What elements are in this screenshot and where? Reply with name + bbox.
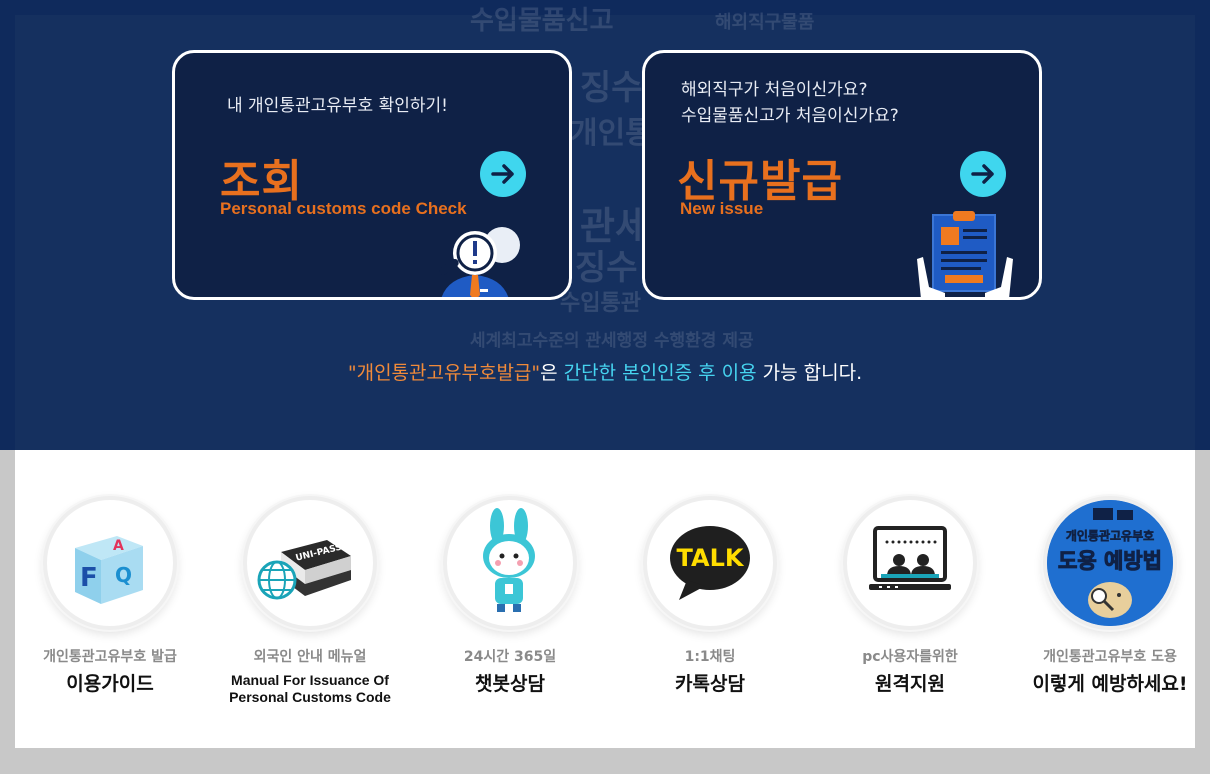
- notice-text-part: 가능 합니다.: [756, 362, 863, 384]
- prevention-badge-icon: 개인통관고유부호 도용 예방법: [1047, 500, 1173, 626]
- check-card-subtitle: 내 개인통관고유부호 확인하기!: [227, 96, 448, 116]
- service-theft-prevention[interactable]: 개인통관고유부호 도용 예방법 개인통관고유부호 도용 이렇게 예방하세요!: [1010, 496, 1210, 696]
- service-usage-guide[interactable]: A F Q 개인통관고유부호 발급 이용가이드: [10, 496, 210, 696]
- service-subtitle: 1:1채팅: [684, 649, 736, 665]
- service-circle: 개인통관고유부호 도용 예방법: [1043, 496, 1177, 630]
- service-title: 이렇게 예방하세요!: [1032, 673, 1188, 695]
- faq-cube-icon: A F Q: [75, 536, 143, 604]
- monitor-support-icon: [869, 526, 951, 590]
- notice-highlight-auth: 간단한 본인인증 후 이용: [563, 362, 757, 384]
- document-clipboard-icon: [917, 211, 1013, 297]
- check-card[interactable]: 내 개인통관고유부호 확인하기! 조회 Personal customs cod…: [172, 50, 572, 300]
- rabbit-mascot-icon: [483, 508, 535, 612]
- services-panel: [15, 450, 1195, 748]
- service-title-line-2: Personal Customs Code: [229, 689, 391, 705]
- service-foreigner-manual[interactable]: UNI-PASS 외국인 안내 메뉴얼 Manual For Issuance …: [210, 496, 410, 706]
- notice-text-part: 은: [540, 362, 564, 384]
- hero-section: 수입물품신고 해외직구물품 징수 개인통관 관세 징수 수입통관 세계최고수준의…: [0, 0, 1210, 450]
- faq-letter: F: [80, 563, 98, 593]
- service-circle: TALK: [643, 496, 777, 630]
- issue-card-subtitle-1: 해외직구가 처음이신가요?: [681, 80, 868, 100]
- issue-card-title: 신규발급: [677, 156, 843, 207]
- check-card-title: 조회: [220, 156, 303, 207]
- service-circle: A F Q: [43, 496, 177, 630]
- magnifier-person-icon: [439, 227, 520, 297]
- service-subtitle: 개인통관고유부호 발급: [43, 649, 177, 665]
- issue-card[interactable]: 해외직구가 처음이신가요? 수입물품신고가 처음이신가요? 신규발급 New i…: [642, 50, 1042, 300]
- check-card-title-en: Personal customs code Check: [220, 199, 467, 218]
- service-circle: [443, 496, 577, 630]
- issue-arrow-button[interactable]: [960, 151, 1006, 197]
- service-title: 원격지원: [875, 673, 945, 695]
- badge-text-line-2: 도용 예방법: [1058, 549, 1162, 573]
- arrow-right-icon: [491, 164, 514, 184]
- book-globe-icon: UNI-PASS: [257, 540, 351, 600]
- service-subtitle: 개인통관고유부호 도용: [1043, 649, 1177, 665]
- issue-card-subtitle-2: 수입물품신고가 처음이신가요?: [681, 106, 899, 126]
- service-circle: UNI-PASS: [243, 496, 377, 630]
- service-subtitle: pc사용자를위한: [862, 649, 958, 665]
- service-title: 카톡상담: [675, 673, 745, 695]
- service-title: 이용가이드: [66, 673, 154, 695]
- badge-text-line-1: 개인통관고유부호: [1066, 528, 1154, 543]
- kakaotalk-bubble-icon: TALK: [670, 526, 750, 600]
- talk-text: TALK: [677, 544, 745, 572]
- notice-text: "개인통관고유부호발급"은 간단한 본인인증 후 이용 가능 합니다.: [0, 358, 1210, 385]
- service-kakaotalk[interactable]: TALK 1:1채팅 카톡상담: [610, 496, 810, 696]
- faq-letter: Q: [115, 563, 132, 587]
- service-subtitle: 24시간 365일: [463, 649, 557, 665]
- service-chatbot[interactable]: 24시간 365일 챗봇상담: [410, 496, 610, 696]
- service-title: 챗봇상담: [475, 673, 545, 695]
- service-remote-support[interactable]: pc사용자를위한 원격지원: [810, 496, 1010, 696]
- issue-card-title-en: New issue: [680, 199, 764, 218]
- service-subtitle: 외국인 안내 메뉴얼: [253, 649, 367, 665]
- arrow-right-icon: [971, 164, 994, 184]
- notice-highlight-service: "개인통관고유부호발급": [347, 362, 541, 384]
- service-circle: [843, 496, 977, 630]
- faq-letter: A: [113, 538, 124, 554]
- service-title-line-1: Manual For Issuance Of: [231, 672, 389, 688]
- check-arrow-button[interactable]: [480, 151, 526, 197]
